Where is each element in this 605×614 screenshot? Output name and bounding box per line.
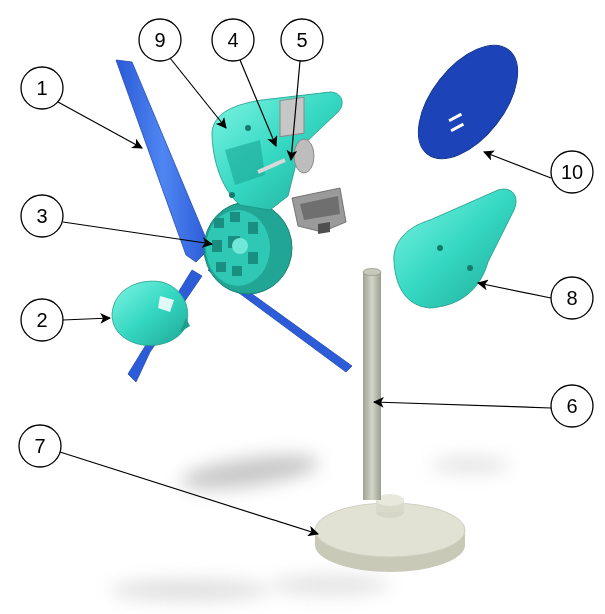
pole: [363, 269, 381, 501]
callout-number: 5: [280, 18, 324, 62]
callout-number: 8: [550, 276, 594, 320]
nose-cone: [112, 281, 190, 345]
callout-circle: [19, 19, 593, 467]
generator: [258, 97, 314, 173]
callout-number: 4: [211, 18, 255, 62]
yaw-bracket: [292, 188, 346, 234]
leader-line: [58, 58, 551, 534]
tail-fin: [399, 28, 537, 176]
callout-number: 10: [550, 150, 594, 194]
callout-number: 9: [138, 18, 182, 62]
callout-number: 3: [20, 194, 64, 238]
callout-number: 1: [20, 66, 64, 110]
base: [315, 494, 465, 572]
shadow: [110, 448, 510, 600]
hub: [204, 202, 292, 294]
callout-number: 2: [20, 298, 64, 342]
nacelle-half: [394, 189, 516, 308]
callout-number: 7: [18, 424, 62, 468]
callout-number: 6: [550, 384, 594, 428]
